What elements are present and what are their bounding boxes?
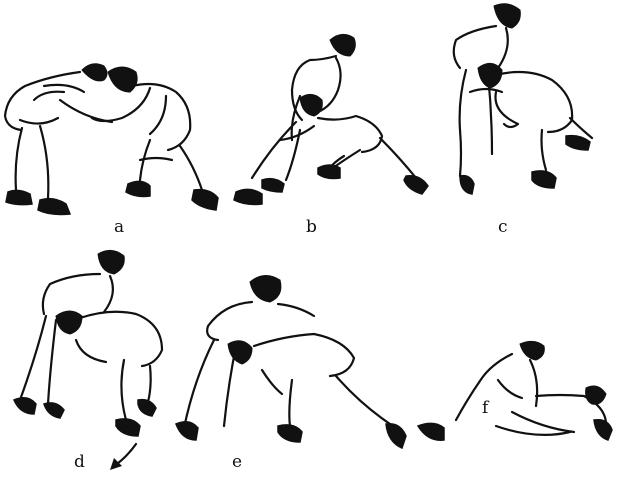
panel-e-wrestler-standing xyxy=(175,275,316,441)
panel-f-wrestler-top xyxy=(416,340,545,441)
panel-c-drawing xyxy=(452,3,594,195)
panel-c-label: c xyxy=(498,217,508,237)
panel-d-wrestler-bent xyxy=(55,310,164,437)
panel-a-label: a xyxy=(114,217,124,237)
panel-b-drawing xyxy=(233,34,429,206)
panel-b-label: b xyxy=(306,217,317,237)
panel-f-label: f xyxy=(482,398,490,418)
panel-e-wrestler-bent xyxy=(227,332,407,450)
panel-c-wrestler-bent xyxy=(477,63,594,189)
panel-d-label: d xyxy=(74,452,85,472)
panel-f-wrestler-bottom xyxy=(494,385,613,441)
panel-d-drawing xyxy=(13,250,164,470)
panel-d-wrestler-standing xyxy=(13,250,125,419)
panel-e-drawing xyxy=(175,275,407,450)
panel-c-wrestler-standing xyxy=(452,3,521,195)
panel-f-drawing xyxy=(416,340,613,441)
motion-arrow-icon xyxy=(110,442,138,470)
panel-e-label: e xyxy=(232,452,242,472)
panel-a-drawing xyxy=(3,63,219,216)
panel-b-wrestler-low xyxy=(278,94,429,195)
panel-a-wrestler-left xyxy=(3,63,114,216)
panel-a-wrestler-right xyxy=(90,66,219,211)
